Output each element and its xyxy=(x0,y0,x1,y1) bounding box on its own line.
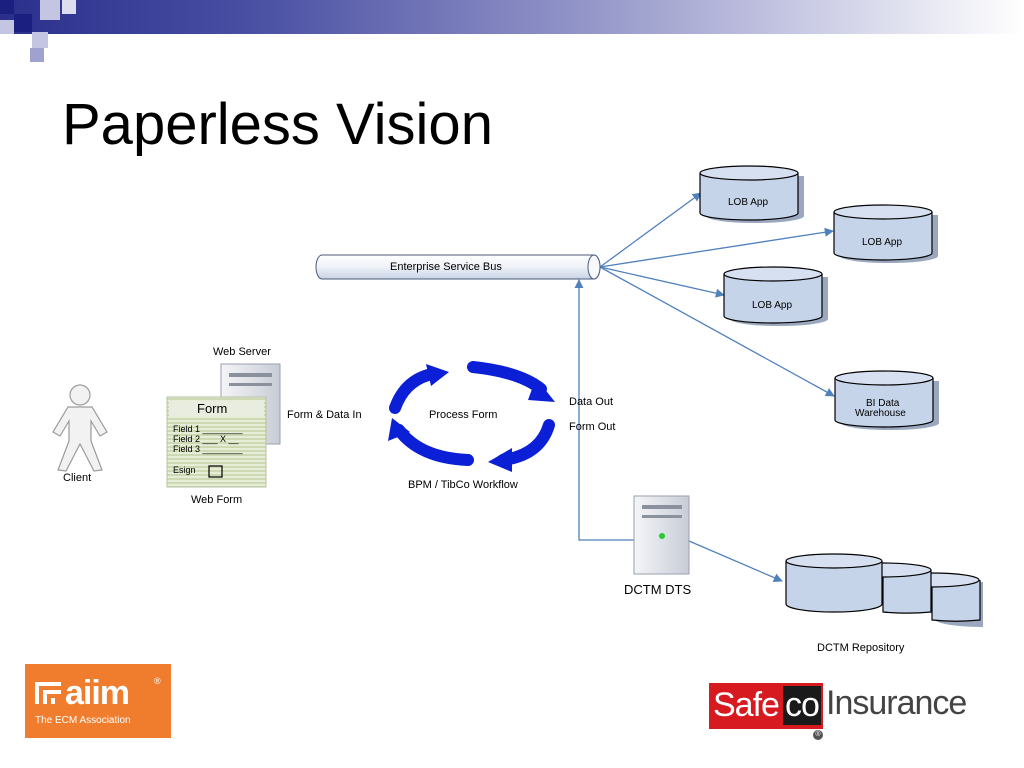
enterprise-service-bus xyxy=(315,254,601,280)
lob-app-2-label: LOB App xyxy=(862,237,903,248)
dctm-dts-label: DCTM DTS xyxy=(624,582,692,597)
header-square xyxy=(30,48,44,62)
aiim-reg: ® xyxy=(154,676,161,686)
form-data-in-label: Form & Data In xyxy=(287,409,362,421)
form-field-3: Field 3 ________ xyxy=(173,444,243,454)
esb-label: Enterprise Service Bus xyxy=(390,261,502,273)
header-square xyxy=(0,20,14,34)
connector-dts-esb xyxy=(574,279,634,541)
safeco-logo-box: Safe co xyxy=(709,683,823,729)
database-lob-app-2 xyxy=(833,204,938,263)
bi-warehouse-label-line1: BI Data xyxy=(866,398,900,409)
header-square xyxy=(40,0,60,20)
aiim-mark-icon xyxy=(35,682,61,704)
form-out-label: Form Out xyxy=(569,421,616,433)
bi-warehouse-label-line2: Warehouse xyxy=(855,408,906,419)
data-out-label: Data Out xyxy=(569,396,614,408)
connector-esb-lob1 xyxy=(599,192,702,268)
lob-app-3-label: LOB App xyxy=(752,300,793,311)
safeco-reg: ® xyxy=(813,730,823,740)
safeco-text-part1: Safe xyxy=(713,686,780,724)
connector-esb-lob2 xyxy=(599,227,834,268)
connector-esb-lob3 xyxy=(599,266,725,298)
dctm-repository-label: DCTM Repository xyxy=(817,642,905,654)
connector-esb-bi xyxy=(599,266,835,397)
header-band xyxy=(0,0,1024,34)
connectors xyxy=(574,192,835,582)
connector-dts-repo xyxy=(688,540,783,582)
page-title: Paperless Vision xyxy=(62,92,493,157)
bpm-workflow-label: BPM / TibCo Workflow xyxy=(408,479,518,491)
workflow-arrowheads xyxy=(388,364,555,472)
client-person-icon xyxy=(52,384,108,472)
header-square xyxy=(32,32,48,48)
web-form-label: Web Form xyxy=(191,494,243,506)
database-bi-warehouse xyxy=(834,370,939,430)
database-lob-app-1 xyxy=(699,165,804,223)
database-lob-app-3 xyxy=(723,266,828,326)
web-form-icon xyxy=(166,396,267,488)
dctm-dts-server-icon xyxy=(633,495,690,575)
form-field-2: Field 2 ___ X __ xyxy=(173,434,239,444)
web-server-label: Web Server xyxy=(213,346,271,358)
form-esign: Esign xyxy=(173,465,196,475)
header-square xyxy=(0,0,14,14)
aiim-tagline: The ECM Association xyxy=(35,715,131,726)
client-label: Client xyxy=(63,472,92,484)
safeco-text-part2: co xyxy=(783,686,821,725)
header-square xyxy=(14,14,32,32)
lob-app-1-label: LOB App xyxy=(728,197,769,208)
database-dctm-repository xyxy=(785,553,983,628)
safeco-insurance-text: Insurance xyxy=(826,684,967,722)
aiim-logo: aiim ® The ECM Association xyxy=(25,664,171,738)
aiim-brand: aiim xyxy=(65,674,130,712)
form-field-1: Field 1 ________ xyxy=(173,424,243,434)
process-form-label: Process Form xyxy=(429,409,498,421)
form-title: Form xyxy=(197,401,228,416)
status-led-icon xyxy=(659,533,665,539)
header-square xyxy=(62,0,76,14)
